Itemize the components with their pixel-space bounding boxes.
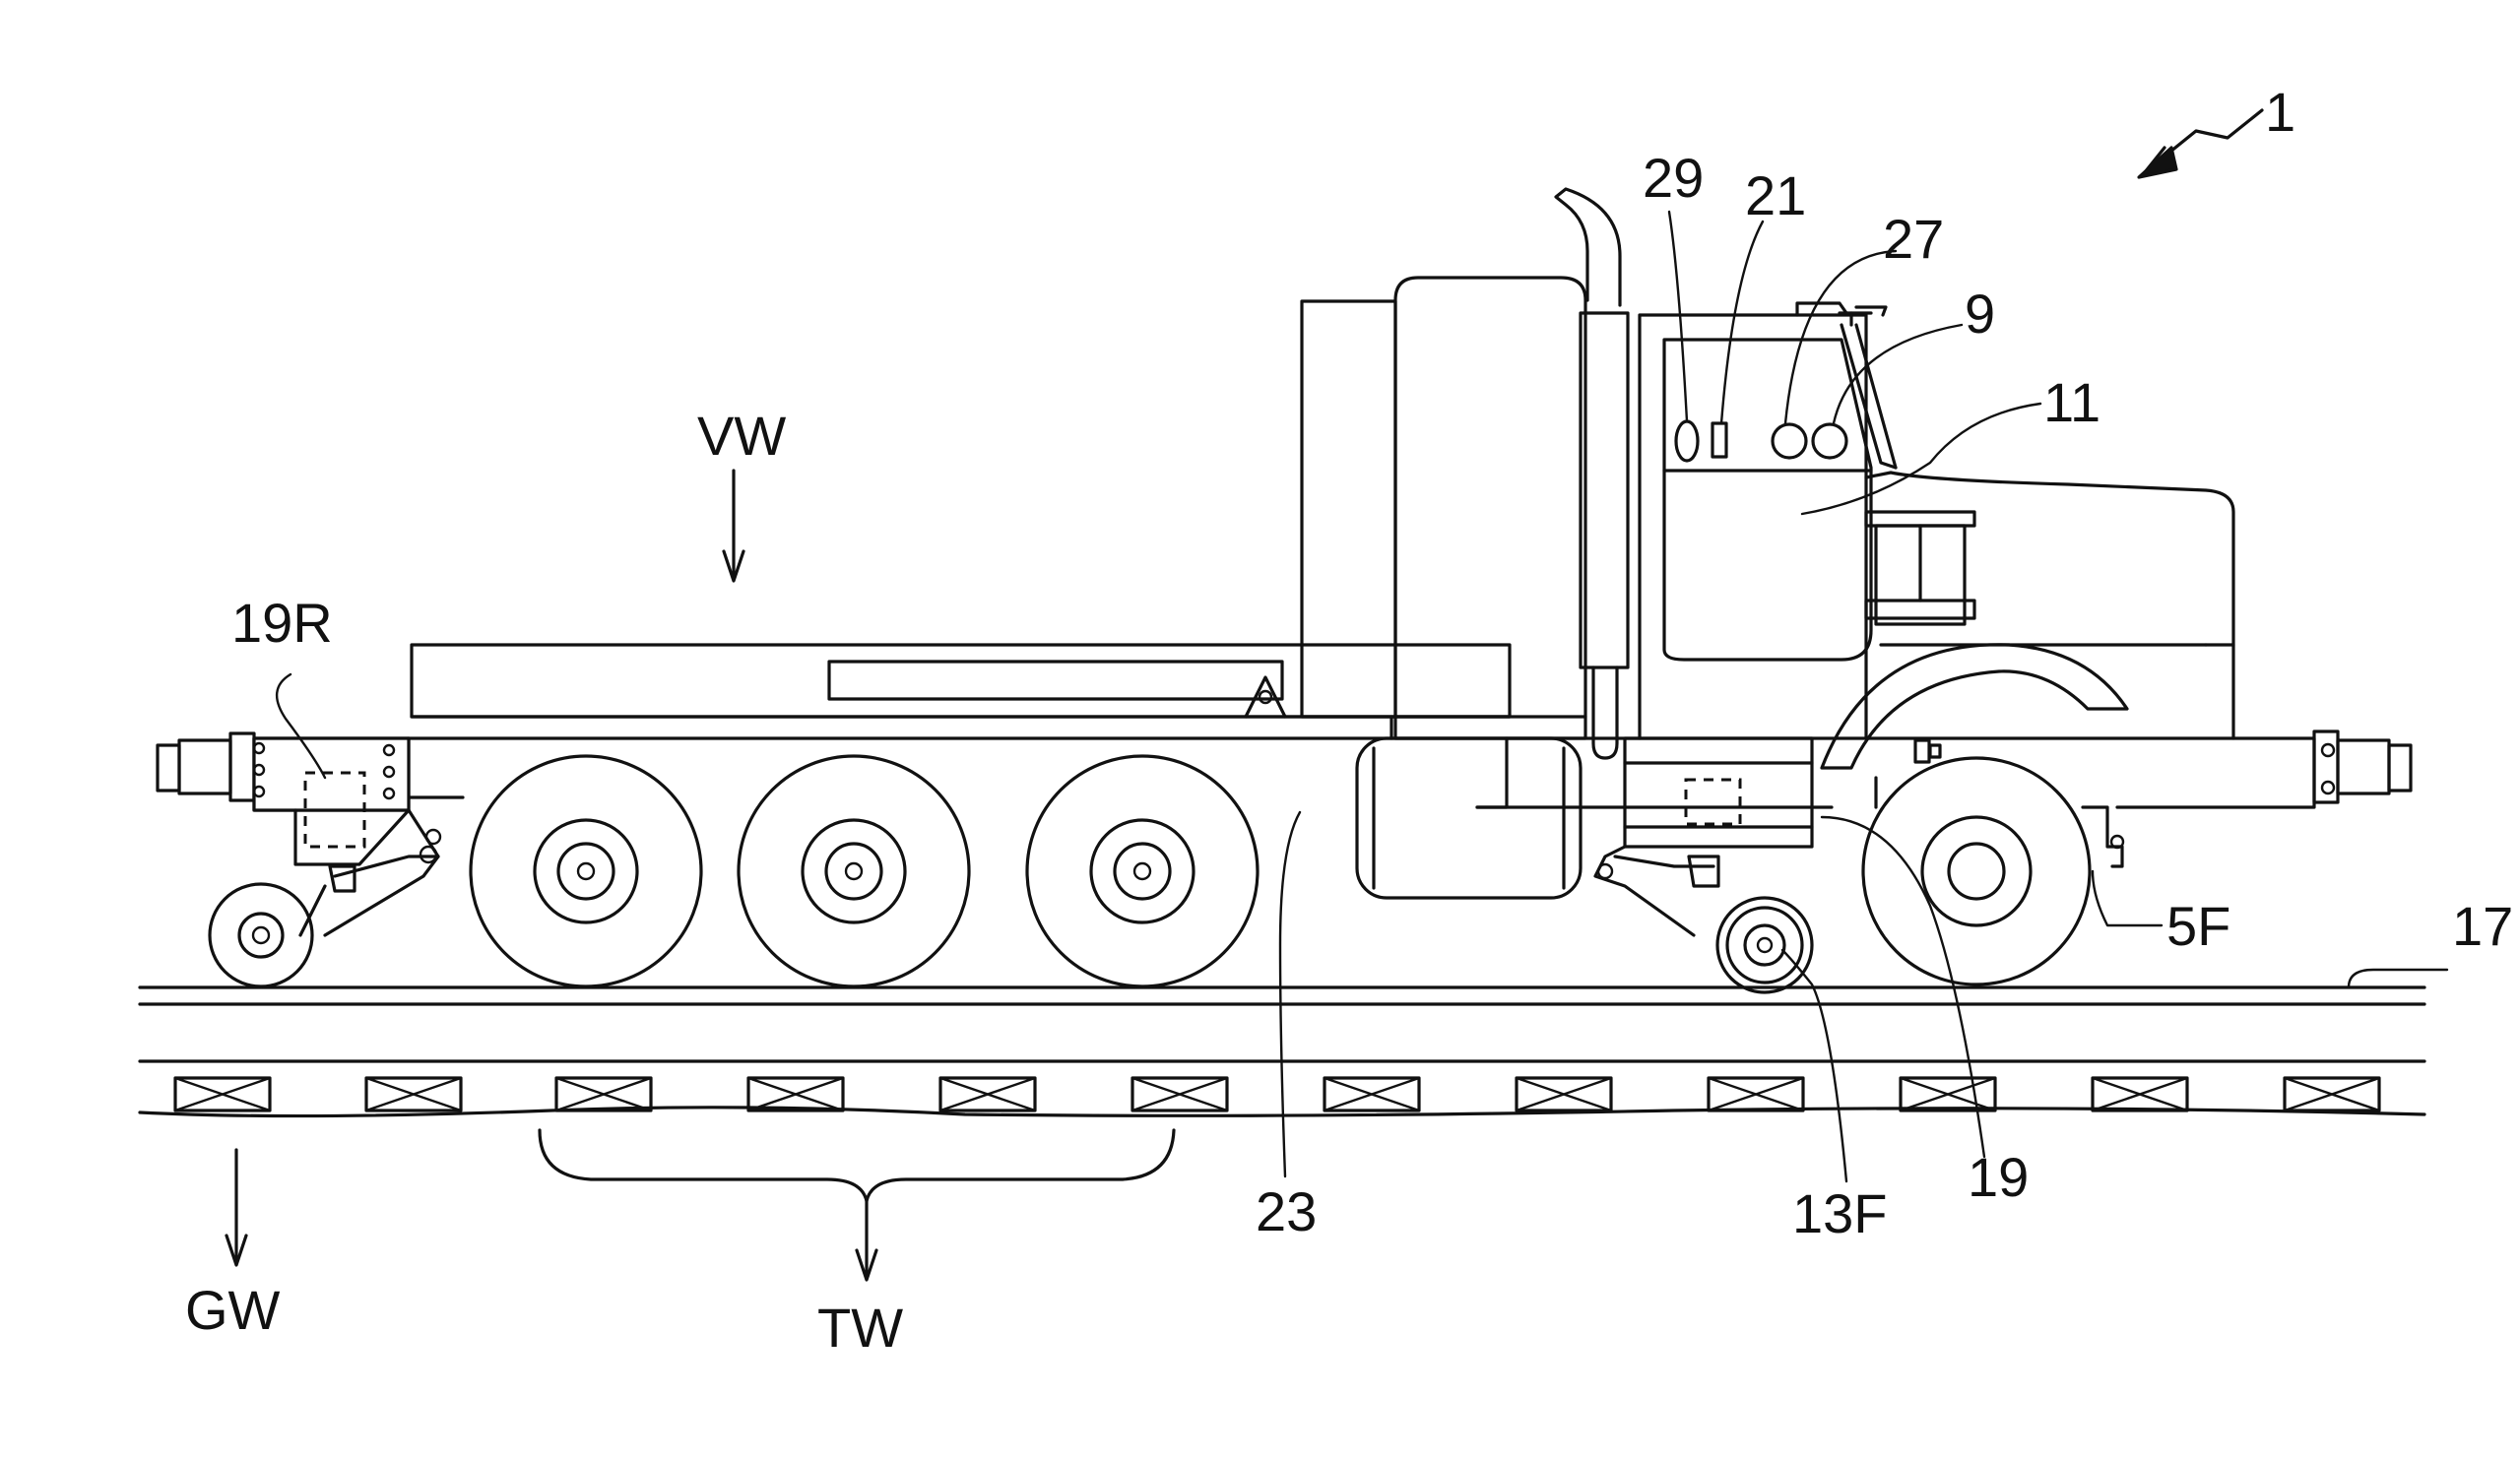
- label-21: 21: [1745, 164, 1806, 226]
- chassis-frame: [254, 738, 2314, 810]
- label-27: 27: [1883, 208, 1944, 270]
- label-13f: 13F: [1792, 1182, 1888, 1244]
- label-29: 29: [1643, 147, 1704, 209]
- label-19r: 19R: [231, 592, 333, 654]
- railway-tie: [2285, 1078, 2379, 1110]
- front-tire: [1863, 740, 2123, 984]
- railway-tie: [748, 1078, 843, 1110]
- windshield: [1842, 325, 1896, 468]
- railway-tie: [940, 1078, 1035, 1110]
- rear-rail-gear-bracket: [254, 738, 409, 864]
- railway-tie: [1325, 1078, 1419, 1110]
- railway-tie: [1709, 1078, 1803, 1110]
- air-intake-canister: [1866, 512, 1974, 624]
- ref-1-arrow: [2139, 110, 2262, 177]
- gw-label: GW: [185, 1279, 281, 1341]
- tw-label: TW: [817, 1297, 903, 1359]
- label-5f: 5F: [2166, 895, 2230, 957]
- sleeper-box: [1302, 301, 1395, 717]
- exhaust-stack: [1556, 189, 1628, 758]
- front-rail-wheel-assembly: [1595, 847, 1812, 992]
- cab-door: [1640, 303, 1886, 738]
- rear-rail-wheel-assembly: [210, 810, 440, 986]
- label-11: 11: [2043, 371, 2100, 433]
- railway-tie: [175, 1078, 270, 1110]
- rear-tire-2: [739, 756, 969, 986]
- ref-1-label: 1: [2265, 81, 2295, 143]
- reference-labels: 1 VW 19R 29 21 27 9 11 5F 17 23 13F 19 G…: [185, 81, 2513, 1359]
- tw-brace: [540, 1130, 1174, 1280]
- label-9: 9: [1965, 283, 1995, 345]
- label-23: 23: [1256, 1180, 1317, 1242]
- front-coupler: [2314, 731, 2411, 802]
- railway-tie: [366, 1078, 461, 1110]
- cab-body: [1395, 278, 1585, 738]
- front-rail-gear-housing: [1625, 738, 1812, 847]
- railway-tie: [1901, 1078, 1995, 1110]
- fuel-tank: [1357, 738, 1581, 898]
- label-17: 17: [2452, 895, 2513, 957]
- flatbed-body: [412, 645, 1510, 738]
- railway-tie: [1517, 1078, 1611, 1110]
- leader-lines: [277, 212, 2447, 1181]
- rear-tire-1: [471, 756, 701, 986]
- railway-tie: [1132, 1078, 1227, 1110]
- railway-ties: [175, 1078, 2379, 1110]
- rear-tire-3: [1027, 756, 1258, 986]
- rear-coupler: [158, 733, 254, 800]
- label-19: 19: [1968, 1146, 2029, 1208]
- gw-arrow: [226, 1150, 246, 1265]
- vw-label: VW: [697, 405, 786, 467]
- railway-tie: [556, 1078, 651, 1110]
- vw-arrow: [724, 471, 743, 581]
- railway-tie: [2093, 1078, 2187, 1110]
- cab-interior-devices: [1676, 421, 1846, 461]
